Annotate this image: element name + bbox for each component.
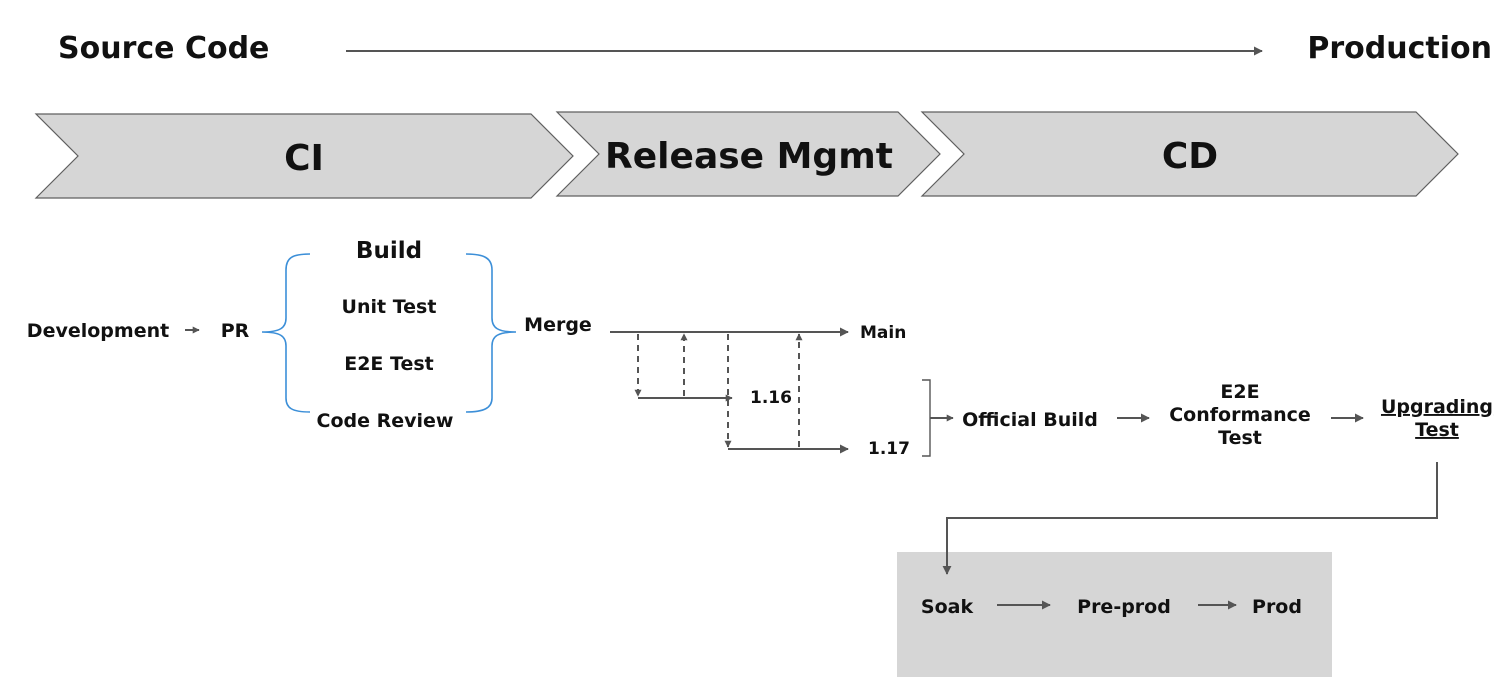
phase-label-ci: CI — [284, 138, 324, 179]
unit-test-check-label: Unit Test — [342, 296, 437, 318]
phase-label-release-mgmt: Release Mgmt — [605, 136, 893, 177]
phase-chevron-cd — [920, 111, 1459, 197]
merge-label: Merge — [524, 314, 592, 336]
e2e-conformance-line-1: E2E — [1220, 381, 1259, 403]
upgrading-to-soak-arrow — [942, 462, 1438, 575]
branch-1-17-label: 1.17 — [868, 439, 910, 459]
source-code-label: Source Code — [58, 31, 269, 66]
deployment-stages-box — [897, 552, 1332, 677]
official-build-label: Official Build — [962, 409, 1098, 431]
soak-stage-label: Soak — [921, 596, 974, 618]
phase-chevron-ci — [34, 113, 574, 199]
branch-1-16-label: 1.16 — [750, 388, 792, 408]
phase-label-cd: CD — [1162, 136, 1218, 177]
e2e-conformance-line-2: Conformance — [1169, 404, 1311, 426]
prod-stage-label: Prod — [1252, 596, 1302, 618]
checks-right-brace — [465, 253, 517, 413]
development-label: Development — [27, 320, 169, 342]
checks-left-brace — [261, 253, 311, 413]
production-label: Production — [1307, 31, 1492, 66]
main-branch-label: Main — [860, 323, 906, 343]
e2e-conformance-line-3: Test — [1218, 427, 1262, 449]
phase-chevron-release-mgmt — [555, 111, 941, 197]
upgrading-test-line-1[interactable]: Upgrading — [1381, 396, 1493, 418]
pr-label: PR — [221, 320, 250, 342]
release-branches-bracket — [922, 379, 931, 457]
preprod-stage-label: Pre-prod — [1077, 596, 1171, 618]
upgrading-test-line-2[interactable]: Test — [1415, 419, 1459, 441]
e2e-test-check-label: E2E Test — [344, 353, 434, 375]
build-check-label: Build — [356, 238, 422, 264]
code-review-check-label: Code Review — [317, 410, 454, 432]
